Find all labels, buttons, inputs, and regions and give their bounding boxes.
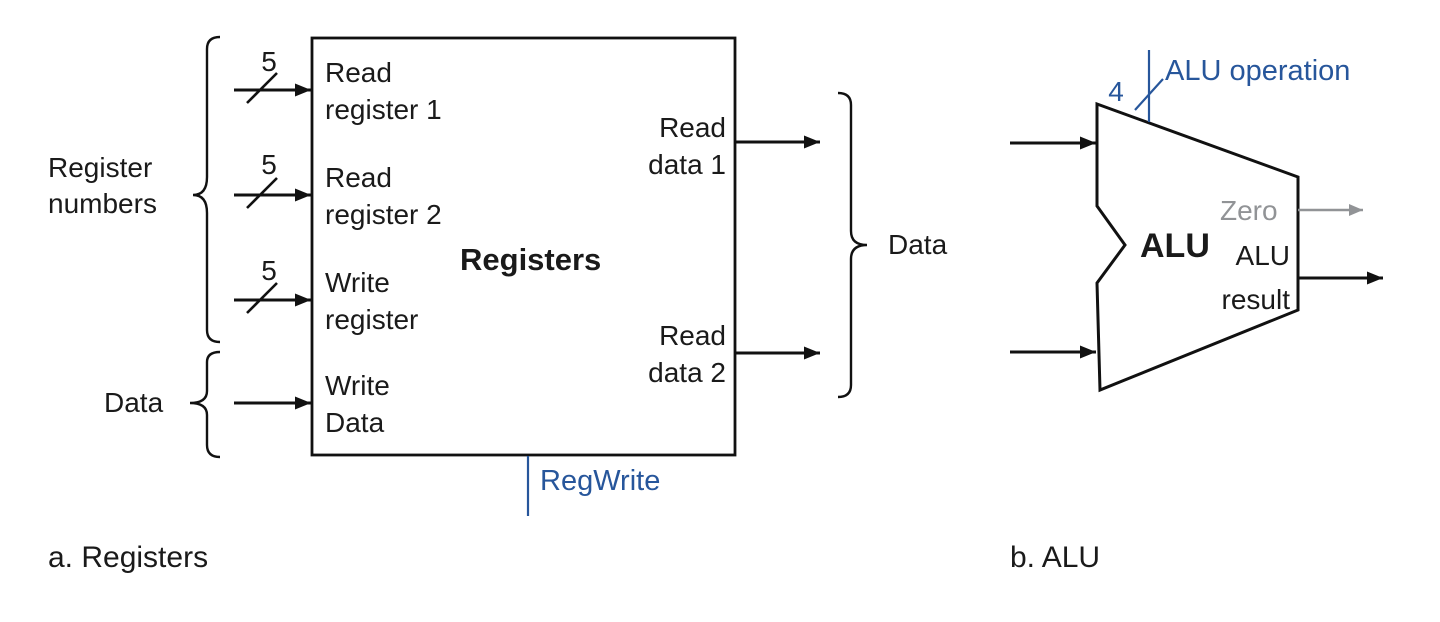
- port-label-write-register: Write register: [325, 267, 419, 335]
- data-input-group-label: Data: [104, 387, 164, 418]
- zero-output-label: Zero: [1220, 195, 1278, 226]
- regwrite-signal-label: RegWrite: [540, 465, 661, 497]
- data-output-brace: [837, 91, 868, 399]
- register-numbers-group-label: Register numbers: [48, 152, 157, 219]
- alu-block-title: ALU: [1140, 227, 1210, 265]
- alu-shape: [1095, 101, 1300, 393]
- bus-width-4-label: 4: [1108, 76, 1124, 107]
- port-label-read-data-1: Read data 1: [648, 112, 726, 180]
- register-numbers-brace: [192, 35, 221, 344]
- data-input-brace: [189, 350, 221, 459]
- alu-result-output-label: ALU result: [1221, 240, 1290, 315]
- alu-operation-signal-label: ALU operation: [1165, 55, 1351, 87]
- bus-slash-write-register: [246, 282, 278, 314]
- bus-width-5-label-2: 5: [261, 149, 277, 180]
- bus-width-5-label-3: 5: [261, 255, 277, 286]
- alu-operation-bus-slash: [1134, 78, 1164, 111]
- bus-slash-read-register-1: [246, 72, 278, 104]
- registers-box: [310, 36, 737, 457]
- bus-width-5-label-1: 5: [261, 46, 277, 77]
- registers-block-title: Registers: [460, 242, 602, 277]
- data-output-group-label: Data: [888, 229, 948, 260]
- port-label-read-register-1: Read register 1: [325, 57, 442, 125]
- bus-slash-read-register-2: [246, 177, 278, 209]
- port-label-read-register-2: Read register 2: [325, 162, 442, 230]
- port-label-read-data-2: Read data 2: [648, 320, 726, 388]
- port-label-write-data: Write Data: [325, 370, 390, 438]
- caption-a-registers: a. Registers: [48, 541, 209, 574]
- caption-b-alu: b. ALU: [1010, 541, 1101, 574]
